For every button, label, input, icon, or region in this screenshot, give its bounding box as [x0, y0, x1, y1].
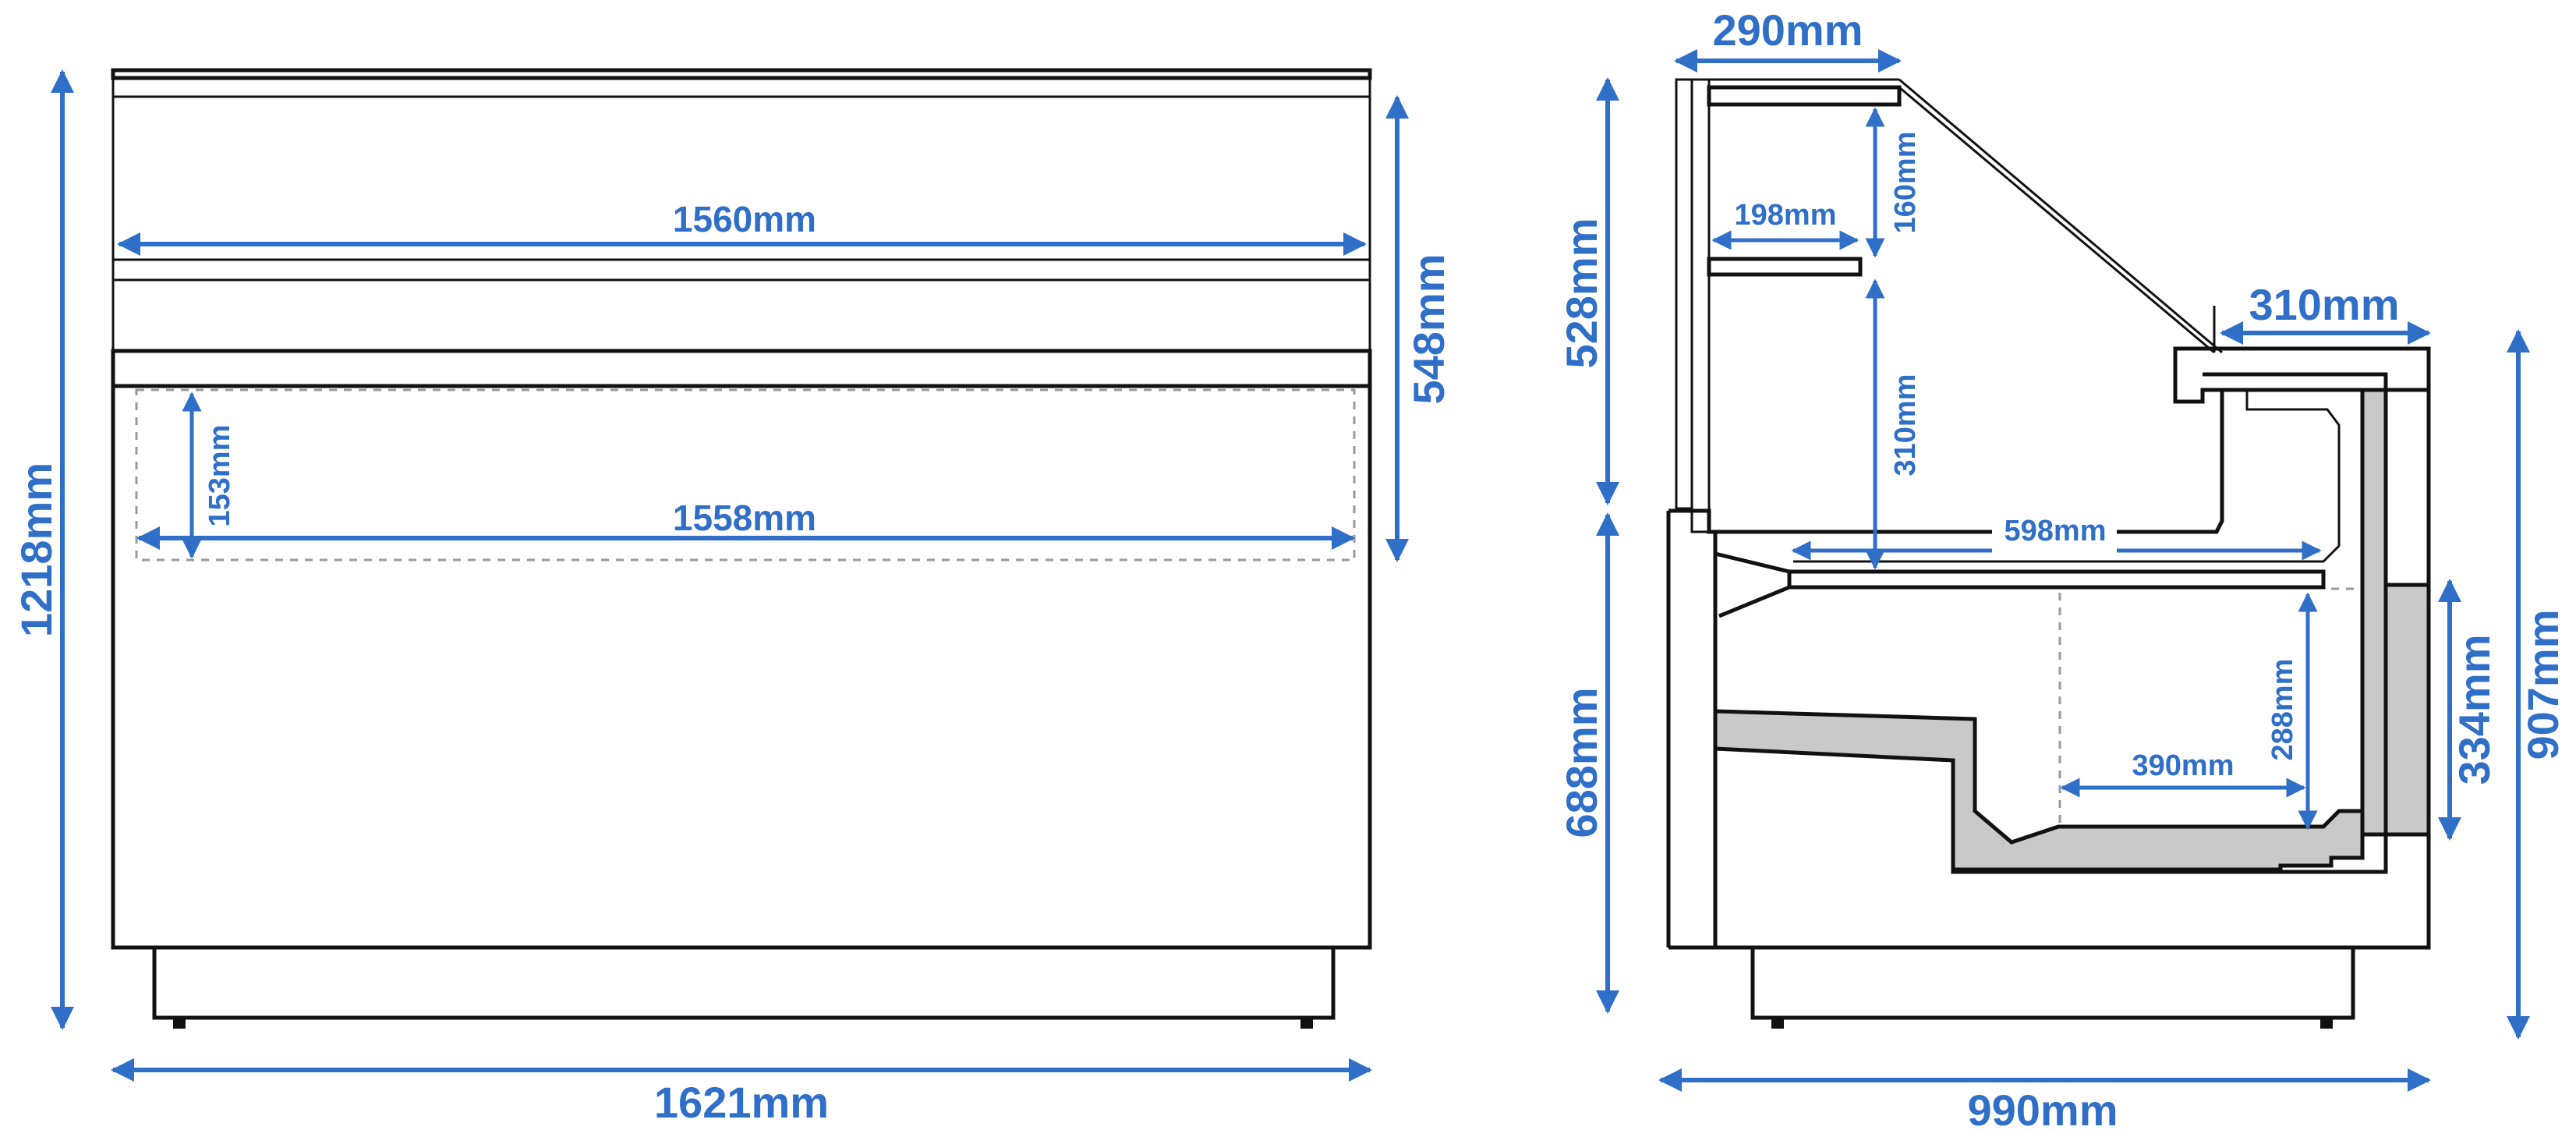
dim-label-display-width: 1558mm: [673, 498, 816, 538]
dim-label-overall-width: 1621mm: [654, 1078, 829, 1127]
dim-label-upper-height: 528mm: [1557, 218, 1606, 368]
front-display-well: [135, 388, 1356, 561]
dim-label-glass-height: 548mm: [1404, 253, 1453, 404]
dim-label-storage-depth: 390mm: [2132, 749, 2235, 782]
dim-label-shelf-spacing: 160mm: [1889, 132, 1922, 234]
front-view: 1218mm 1621mm 548mm 1560mm 1558mm 153mm: [12, 68, 1453, 1127]
dim-label-deck-depth: 598mm: [2005, 515, 2107, 547]
side-counter-wall: [1709, 390, 2224, 534]
side-middle-shelf: [1707, 257, 1863, 277]
side-counter-inner: [2203, 372, 2388, 390]
front-top-shelf: [111, 76, 1371, 98]
dim-label-top-depth: 290mm: [1712, 5, 1863, 55]
front-body: [111, 384, 1372, 950]
front-plinth: [152, 945, 1336, 1020]
dim-label-lower-height: 688mm: [1557, 687, 1606, 838]
side-rear-glass: [1675, 78, 1693, 510]
side-deck-support: [1714, 551, 1792, 618]
side-upper-shelf: [1707, 85, 1902, 107]
front-middle-shelf: [111, 258, 1371, 282]
side-rear-frame: [1690, 78, 1711, 533]
side-front-insulation-top: [2360, 388, 2388, 837]
dim-label-overall-height: 1218mm: [12, 462, 61, 637]
side-front-glass-1: [1898, 78, 2223, 354]
side-insulation-tub: [1713, 709, 2365, 872]
side-view: 290mm 528mm 688mm 198mm 160mm 310mm 310m…: [1557, 5, 2567, 1130]
dim-label-shelf-depth: 198mm: [1735, 199, 1837, 232]
side-display-deck: [1787, 569, 2326, 590]
dim-label-front-panel-height: 334mm: [2450, 634, 2499, 785]
side-foot-front: [2320, 1018, 2333, 1029]
side-plinth: [1750, 945, 2355, 1020]
deck-depth-label-bg: [1992, 515, 2117, 558]
side-counter-top: [2173, 346, 2431, 404]
front-foot-right: [1300, 1018, 1313, 1029]
dim-label-counter-depth: 310mm: [2249, 280, 2399, 329]
side-front-glass-2: [1898, 86, 2215, 354]
dim-label-display-depth-front: 153mm: [203, 425, 236, 527]
dim-label-storage-height: 288mm: [2266, 659, 2299, 761]
front-foot-left: [173, 1018, 186, 1029]
side-inner-liner: [1793, 390, 2341, 563]
side-front-insulation-panel: [2383, 583, 2431, 837]
dim-label-counter-height: 907mm: [2518, 609, 2567, 760]
dim-label-shelf-to-deck: 310mm: [1889, 374, 1922, 476]
dim-label-shelf-width: 1560mm: [673, 199, 816, 239]
side-foot-rear: [1771, 1018, 1784, 1029]
dim-label-overall-depth: 990mm: [1967, 1086, 2118, 1130]
front-counter-top: [111, 349, 1372, 388]
side-tub-outline: [1951, 760, 2388, 874]
